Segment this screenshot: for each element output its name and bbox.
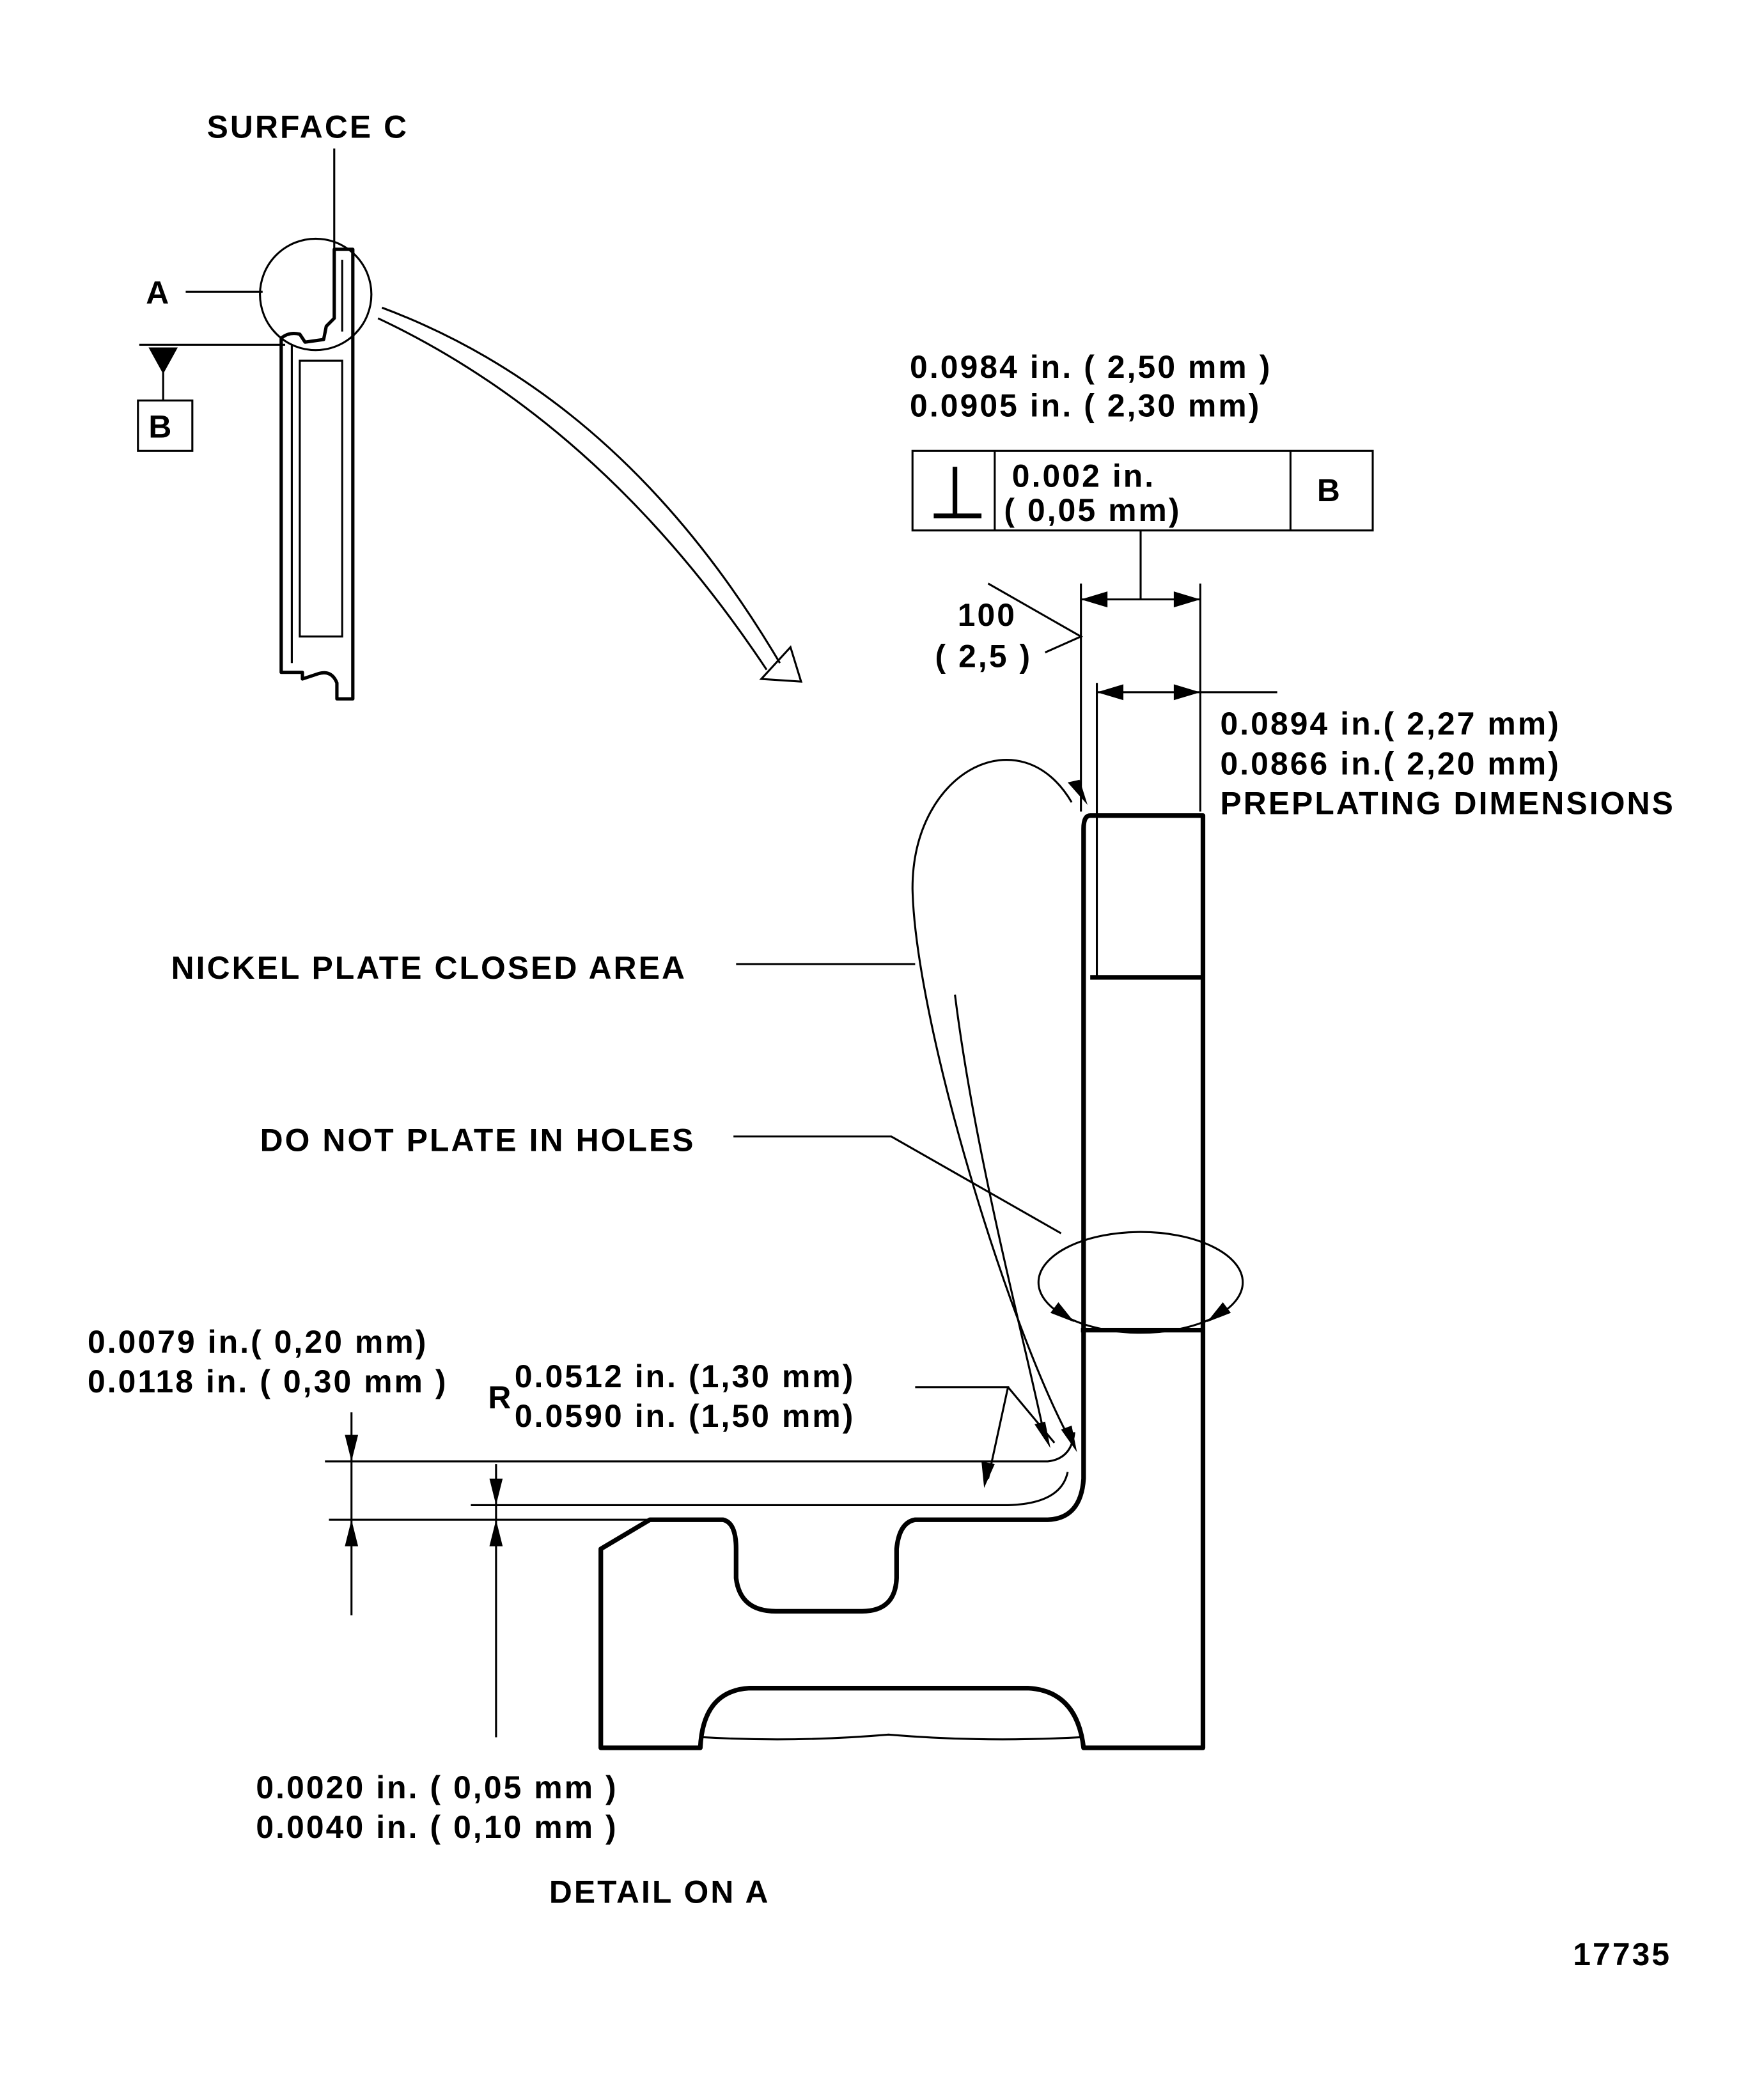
note-no-plate-holes: DO NOT PLATE IN HOLES [260, 1123, 696, 1158]
detail-circle [259, 237, 373, 352]
datum-b-label: B [148, 409, 173, 445]
detail-a-label: A [146, 275, 171, 311]
datum-triangle-icon [148, 347, 178, 374]
top-dim-min: 0.0905 in. ( 2,30 mm) [910, 387, 1261, 423]
fcf-tolerance-mm: ( 0,05 mm) [1004, 492, 1181, 528]
radius-min: 0.0590 in. (1,50 mm) [515, 1398, 855, 1434]
radius-prefix: R [488, 1380, 513, 1415]
fcf-tolerance-in: 0.002 in. [1012, 458, 1155, 494]
detail-arrow [377, 306, 803, 683]
finish-value-mm: ( 2,5 ) [935, 638, 1032, 674]
radius-max: 0.0512 in. (1,30 mm) [515, 1358, 855, 1394]
perpendicularity-icon [933, 467, 982, 518]
step-dim-min: 0.0118 in. ( 0,30 mm ) [88, 1364, 448, 1399]
figure-number: 17735 [1573, 1936, 1671, 1972]
preplating-min: 0.0866 in.( 2,20 mm) [1220, 745, 1560, 781]
feature-control-frame: 0.002 in. ( 0,05 mm) B [911, 449, 1374, 600]
plating-thickness-min: 0.0040 in. ( 0,10 mm ) [256, 1809, 618, 1845]
preplating-label: PREPLATING DIMENSIONS [1220, 786, 1674, 821]
surface-c-label: SURFACE C [207, 109, 409, 145]
fcf-datum: B [1317, 472, 1342, 508]
part-outline [598, 813, 1206, 1750]
finish-value: 100 [958, 597, 1017, 633]
preplating-max: 0.0894 in.( 2,27 mm) [1220, 706, 1560, 742]
top-dim-max: 0.0984 in. ( 2,50 mm ) [910, 349, 1272, 385]
caption: DETAIL ON A [549, 1874, 770, 1910]
key-view: SURFACE C A B [137, 109, 803, 701]
plating-thickness-max: 0.0020 in. ( 0,05 mm ) [256, 1770, 618, 1805]
step-dim-max: 0.0079 in.( 0,20 mm) [88, 1324, 428, 1360]
note-nickel-plate: NICKEL PLATE CLOSED AREA [171, 950, 687, 986]
